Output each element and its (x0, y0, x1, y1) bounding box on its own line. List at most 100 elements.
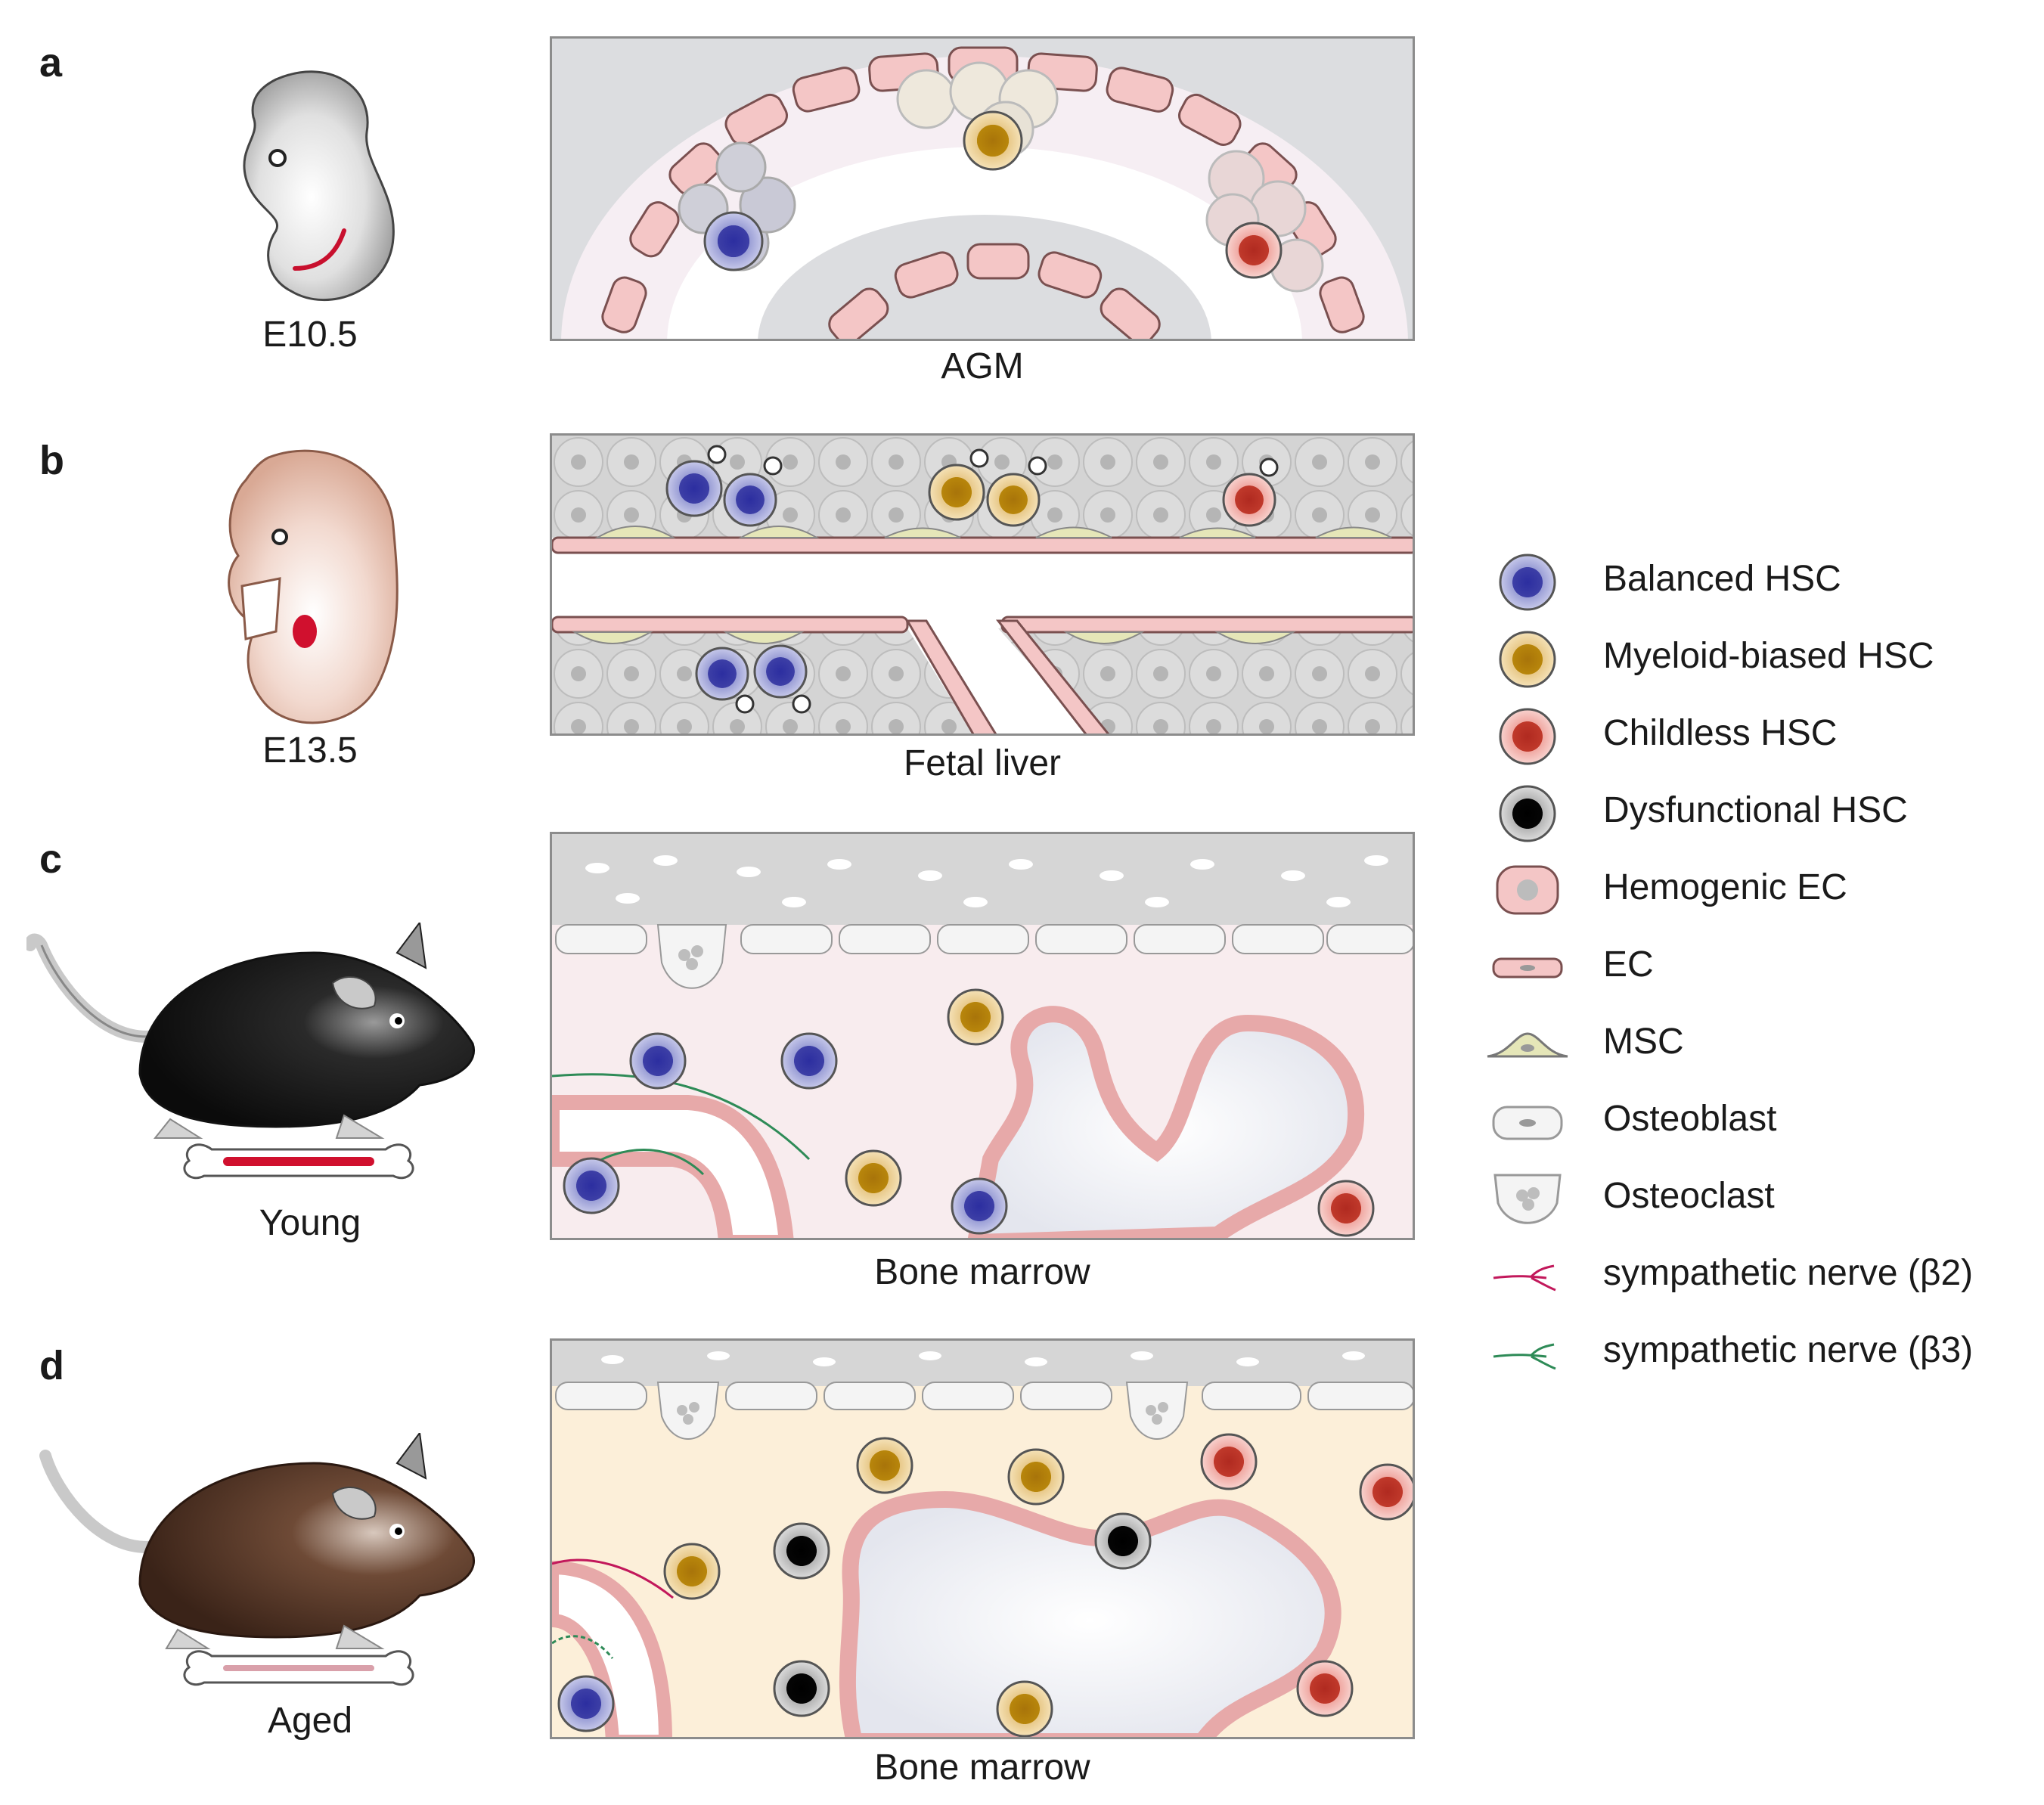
balanced-hsc-liver-1 (665, 460, 723, 517)
liver-region-mark (293, 615, 317, 648)
agm-scene (550, 36, 1415, 341)
myeloid-hsc-liver-2 (986, 473, 1041, 527)
sinusoid-young (967, 1006, 1365, 1238)
bone-matrix-pores (585, 855, 1388, 907)
myeloid-hsc-aged-1 (856, 1437, 913, 1494)
balanced-hsc-aged (557, 1675, 615, 1732)
myeloid-hsc-young-1 (947, 988, 1004, 1046)
nerve-beta3-aged (552, 1635, 614, 1659)
stage-label-a: E10.5 (262, 315, 358, 355)
stage-label-b: E13.5 (262, 730, 358, 771)
legend-item-dysfunctional-hsc: Dysfunctional HSC (1486, 783, 2030, 844)
childless-hsc-aged-3 (1296, 1660, 1354, 1717)
legend-label: sympathetic nerve (β2) (1603, 1253, 1974, 1293)
scene-label-aged-marrow: Bone marrow (874, 1748, 1090, 1788)
embryo-e13-5 (216, 442, 405, 737)
myeloid-hsc-aged-4 (996, 1680, 1053, 1737)
legend-item-hemogenic-ec: Hemogenic EC (1486, 861, 2030, 921)
liver-vessel-wall (552, 536, 1413, 733)
scene-label-agm: AGM (941, 346, 1024, 386)
budding-cluster-right (1205, 150, 1324, 293)
childless-hsc-icon (1499, 708, 1556, 765)
balanced-hsc-liver-3 (695, 647, 749, 701)
legend-item-balanced-hsc: Balanced HSC (1486, 552, 2030, 613)
legend-label: Osteoblast (1603, 1099, 1777, 1139)
myeloid-hsc-aged-3 (663, 1543, 721, 1600)
legend-item-myeloid-hsc: Myeloid-biased HSC (1486, 629, 2030, 690)
childless-hsc-liver (1222, 473, 1276, 527)
legend-label: Osteoclast (1603, 1176, 1775, 1216)
ec-icon (1492, 957, 1563, 978)
osteoblast-lining-aged (555, 1382, 1413, 1410)
dysfunctional-hsc-aged-2 (1094, 1512, 1152, 1570)
aorta-region-mark (293, 228, 346, 271)
balanced-hsc-young-2 (780, 1032, 838, 1090)
osteoblast-lining (555, 924, 1413, 954)
legend-label: Myeloid-biased HSC (1603, 636, 1934, 676)
childless-hsc-agm (1225, 222, 1283, 279)
osteoclast-aged-1 (656, 1382, 720, 1440)
msc-icon (1487, 1032, 1568, 1058)
legend-item-msc: MSC (1486, 1015, 2030, 1075)
nerve-beta2-aged (552, 1558, 674, 1599)
myeloid-hsc-agm (963, 110, 1023, 171)
legend-item-osteoblast: Osteoblast (1486, 1092, 2030, 1152)
panel-label-a: a (39, 40, 63, 85)
balanced-hsc-agm (703, 211, 764, 271)
fetal-liver-scene (550, 433, 1415, 736)
aged-marrow-scene (550, 1338, 1415, 1739)
nerve-beta2-icon (1493, 1264, 1556, 1292)
dysfunctional-hsc-aged-1 (773, 1522, 830, 1580)
balanced-hsc-young-4 (951, 1177, 1008, 1235)
legend-item-nerve-beta2: sympathetic nerve (β2) (1486, 1246, 2030, 1307)
legend-label: sympathetic nerve (β3) (1603, 1330, 1974, 1370)
legend-label: Dysfunctional HSC (1603, 790, 1908, 830)
myeloid-hsc-young-2 (845, 1149, 902, 1207)
dysfunctional-hsc-aged-3 (773, 1660, 830, 1717)
legend-label: Hemogenic EC (1603, 867, 1847, 907)
nerve-beta3-icon (1493, 1343, 1556, 1370)
sinusoid-aged (839, 1490, 1341, 1737)
msc-layer-liver (572, 526, 1392, 644)
balanced-hsc-young-3 (563, 1157, 620, 1214)
endothelial-arch-inner (828, 243, 1161, 339)
young-marrow-scene (550, 832, 1415, 1240)
myeloid-hsc-aged-2 (1007, 1448, 1065, 1506)
panel-label-b: b (39, 438, 64, 483)
legend-item-nerve-beta3: sympathetic nerve (β3) (1486, 1323, 2030, 1384)
osteoclast-aged-2 (1125, 1382, 1189, 1440)
bone-young (183, 1143, 414, 1180)
balanced-hsc-liver-2 (723, 473, 777, 527)
embryo-e10-5 (223, 64, 405, 314)
legend-label: Childless HSC (1603, 713, 1838, 753)
bone-aged (183, 1650, 414, 1686)
scene-label-fetal-liver: Fetal liver (903, 743, 1062, 783)
balanced-hsc-liver-4 (753, 644, 808, 699)
young-mouse (26, 923, 488, 1210)
legend-label: EC (1603, 944, 1654, 985)
legend-item-ec: EC (1486, 938, 2030, 998)
stage-label-d: Aged (267, 1701, 353, 1741)
legend-item-osteoclast: Osteoclast (1486, 1169, 2030, 1230)
childless-hsc-young (1317, 1180, 1375, 1237)
panel-label-c: c (39, 836, 63, 882)
panel-label-d: d (39, 1343, 64, 1388)
aged-mouse (26, 1433, 488, 1705)
legend-label: Balanced HSC (1603, 559, 1841, 599)
myeloid-hsc-liver-1 (928, 464, 985, 521)
scene-label-young-marrow: Bone marrow (874, 1252, 1090, 1292)
myeloid-hsc-icon (1499, 631, 1556, 688)
stage-label-c: Young (259, 1203, 361, 1243)
legend-item-childless-hsc: Childless HSC (1486, 706, 2030, 767)
osteoblast-icon (1492, 1106, 1563, 1140)
dysfunctional-hsc-icon (1499, 785, 1556, 842)
balanced-hsc-icon (1499, 554, 1556, 611)
childless-hsc-aged-1 (1200, 1433, 1258, 1490)
balanced-hsc-young-1 (629, 1032, 687, 1090)
hemogenic-ec-icon (1496, 865, 1559, 915)
osteoclast-icon (1493, 1174, 1562, 1224)
legend-label: MSC (1603, 1022, 1684, 1062)
osteoclast-young (656, 924, 727, 989)
childless-hsc-aged-2 (1359, 1463, 1413, 1521)
daughter-cells (707, 445, 1279, 714)
